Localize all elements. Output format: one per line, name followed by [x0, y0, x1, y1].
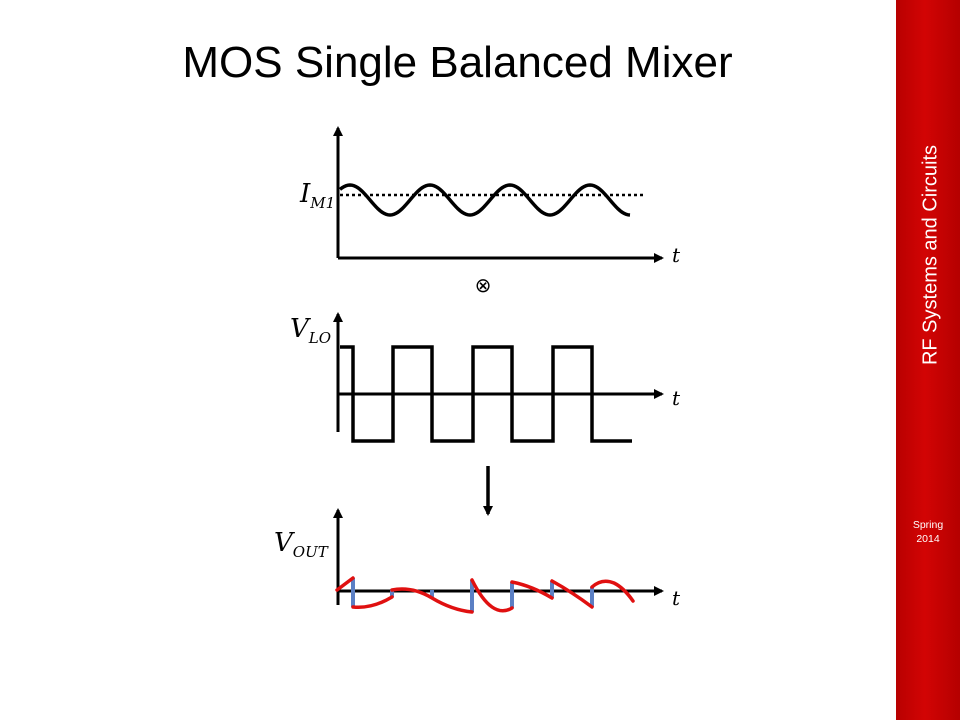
graph1-label: IM1	[299, 179, 335, 212]
graph3-output-waveform	[335, 576, 635, 614]
graph3-label: VOUT	[274, 528, 329, 561]
graph3-time-label: t	[672, 586, 681, 610]
graph-vlo: VLO t	[290, 312, 681, 443]
graph2-time-label: t	[672, 386, 681, 410]
graph2-square-wave	[340, 345, 632, 443]
graph3-label-sub: OUT	[293, 543, 329, 561]
slide-title: MOS Single Balanced Mixer	[182, 38, 733, 87]
graph-im1: IM1 t	[299, 126, 681, 267]
graph-vout: VOUT t	[274, 508, 681, 614]
graph2-label: VLO	[290, 314, 331, 347]
multiply-symbol: ⊗	[475, 273, 492, 297]
badge-line1: Spring	[912, 519, 944, 531]
graph3-label-main: V	[274, 528, 295, 558]
badge-text: Spring 2014	[903, 518, 953, 546]
badge-line2: 2014	[916, 533, 940, 545]
graph2-label-main: V	[290, 314, 311, 344]
graph1-current-waveform	[338, 183, 631, 217]
graph1-time-label: t	[672, 243, 681, 267]
graph2-label-sub: LO	[308, 329, 331, 347]
sidebar-band	[896, 0, 960, 720]
graph1-label-main: I	[299, 179, 311, 209]
sidebar-label: RF Systems and Circuits	[919, 144, 942, 366]
graph3-switching-edges	[351, 578, 594, 612]
mixer-waveform-diagram: IM1 t ⊗ VLO t	[274, 126, 681, 614]
graph1-label-sub: M1	[309, 194, 335, 212]
